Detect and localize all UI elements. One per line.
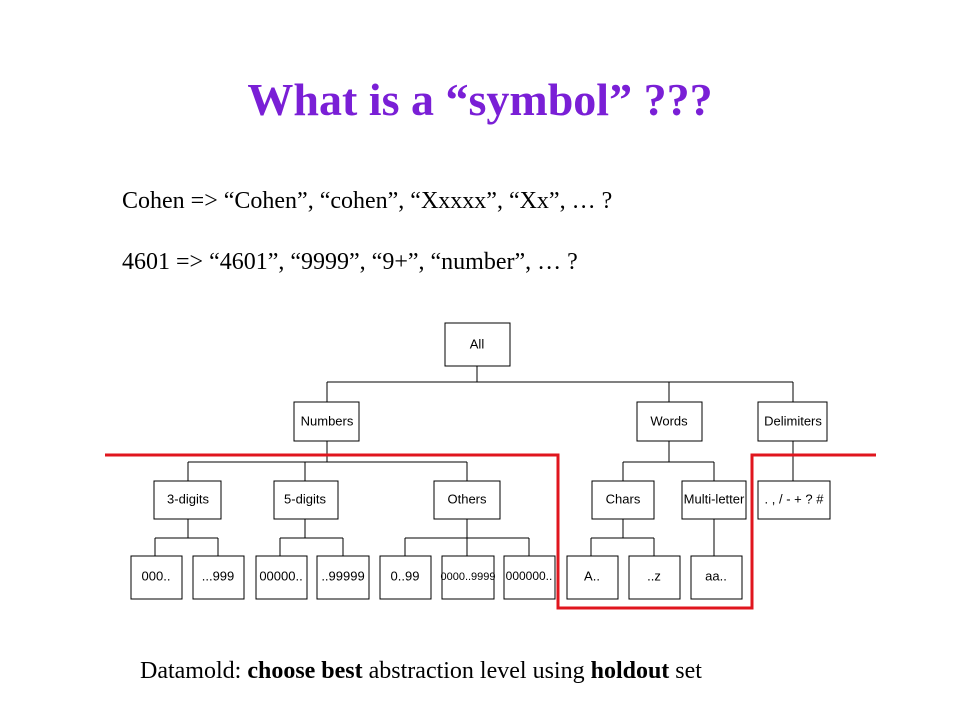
footer-caption: Datamold: choose best abstraction level … <box>140 656 702 686</box>
footer-bold-choose-best: choose best <box>247 658 363 684</box>
tree-node-label: Numbers <box>301 413 354 428</box>
footer-suffix: set <box>669 658 702 684</box>
tree-node-label: 3-digits <box>167 491 209 506</box>
tree-leaf-00000: 00000.. <box>255 555 308 600</box>
tree-node-5-digits: 5-digits <box>273 480 339 520</box>
tree-node-others: Others <box>433 480 501 520</box>
example-line-cohen: Cohen => “Cohen”, “cohen”, “Xxxxx”, “Xx”… <box>122 188 613 214</box>
tree-leaf-000: 000.. <box>130 555 183 600</box>
tree-node-label: Multi-letter <box>684 491 745 506</box>
tree-node-label: 5-digits <box>284 491 326 506</box>
abstraction-cut-line <box>105 453 876 610</box>
tree-node-label: All <box>470 336 485 351</box>
tree-node-label: Words <box>650 413 688 428</box>
tree-leaf-999: ...999 <box>192 555 245 600</box>
example-line-4601: 4601 => “4601”, “9999”, “9+”, “number”, … <box>122 249 578 275</box>
tree-node-label: 00000.. <box>259 568 302 583</box>
tree-node-label: ..z <box>647 568 661 583</box>
tree-node-3-digits: 3-digits <box>153 480 222 520</box>
tree-node-label: A.. <box>584 568 600 583</box>
tree-leaf-000000: 000000.. <box>503 555 556 600</box>
tree-leaf-a: A.. <box>566 555 619 600</box>
tree-leaf-99999: ..99999 <box>316 555 370 600</box>
tree-leaf-0000-9999: 0000..9999 <box>440 555 496 600</box>
footer-prefix: Datamold: <box>140 658 248 684</box>
tree-node-numbers: Numbers <box>293 401 360 442</box>
slide-title: What is a “symbol” ??? <box>247 74 713 125</box>
tree-node-multi-letter: Multi-letter <box>681 480 747 520</box>
tree-leaf-0-99: 0..99 <box>379 555 432 600</box>
tree-node-label: ...999 <box>202 568 235 583</box>
tree-node-label: ..99999 <box>321 568 364 583</box>
tree-leaf-aa: aa.. <box>690 555 743 600</box>
tree-node-label: Chars <box>606 491 641 506</box>
footer-middle: abstraction level using <box>362 658 591 684</box>
tree-node-label: Others <box>447 491 487 506</box>
tree-node-delimiter-chars: . , / - + ? # <box>757 480 831 520</box>
tree-node-root: All <box>444 322 511 367</box>
tree-node-label: Delimiters <box>764 413 822 428</box>
tree-node-delimiters: Delimiters <box>757 401 828 442</box>
footer-bold-holdout: holdout <box>590 658 670 684</box>
tree-node-label: 0000..9999 <box>440 571 495 583</box>
tree-leaf-z: ..z <box>628 555 681 600</box>
tree-node-label: 000.. <box>142 568 171 583</box>
tree-node-chars: Chars <box>591 480 655 520</box>
tree-node-label: 000000.. <box>506 569 553 583</box>
tree-node-words: Words <box>636 401 703 442</box>
tree-node-label: 0..99 <box>391 568 420 583</box>
tree-node-label: . , / - + ? # <box>765 491 825 506</box>
tree-edges <box>154 366 794 556</box>
tree-node-label: aa.. <box>705 568 727 583</box>
